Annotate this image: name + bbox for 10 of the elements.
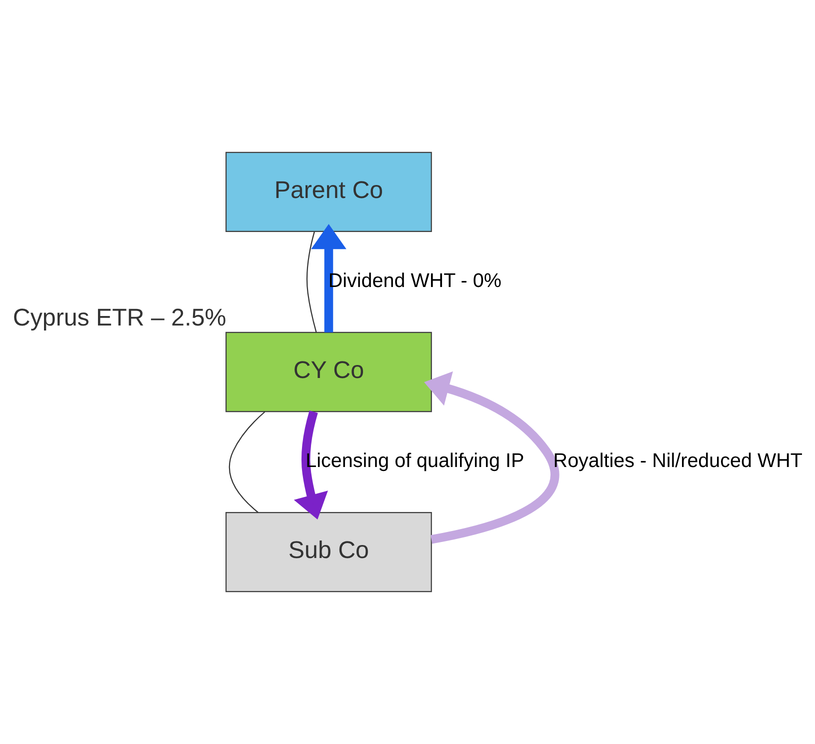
arrow (311, 224, 346, 332)
connector (228, 411, 266, 513)
arrow (424, 371, 560, 544)
edge-label: Royalties - Nil/reduced WHT (553, 450, 802, 472)
node-box: Sub Co (226, 512, 432, 592)
node-box: CY Co (226, 332, 432, 412)
connector (306, 232, 317, 333)
node-label: Cyprus ETR – 2.5% (12, 304, 226, 332)
node-box: Parent Co (226, 152, 432, 232)
arrow (294, 410, 328, 520)
